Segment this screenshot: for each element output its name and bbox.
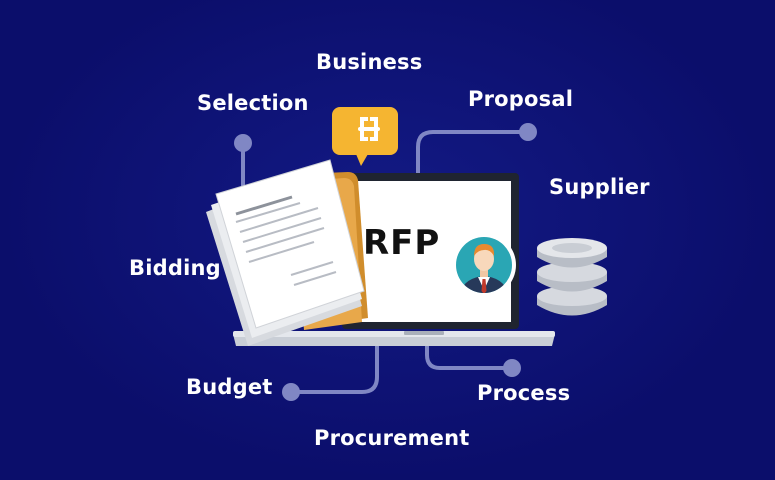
handshake-icon: [358, 117, 380, 141]
connector-dot-budget: [282, 383, 300, 401]
label-bidding: Bidding: [129, 256, 221, 280]
label-procurement: Procurement: [314, 426, 470, 450]
chat-bubble-icon: [332, 107, 398, 166]
connector-proposal: [416, 130, 529, 178]
connector-dots: [234, 123, 537, 401]
label-business: Business: [316, 50, 423, 74]
connector-dot-selection: [234, 134, 252, 152]
connector-dot-process: [503, 359, 521, 377]
label-process: Process: [477, 381, 571, 405]
label-proposal: Proposal: [468, 87, 574, 111]
label-supplier: Supplier: [549, 175, 650, 199]
connector-dot-proposal: [519, 123, 537, 141]
document-stack-icon: [206, 159, 365, 346]
label-selection: Selection: [197, 91, 309, 115]
rfp-title: RFP: [363, 223, 441, 263]
label-budget: Budget: [186, 375, 273, 399]
person-avatar-icon: [452, 233, 516, 297]
connector-process: [425, 343, 514, 370]
connector-budget: [289, 343, 379, 394]
database-icon: [537, 238, 607, 316]
